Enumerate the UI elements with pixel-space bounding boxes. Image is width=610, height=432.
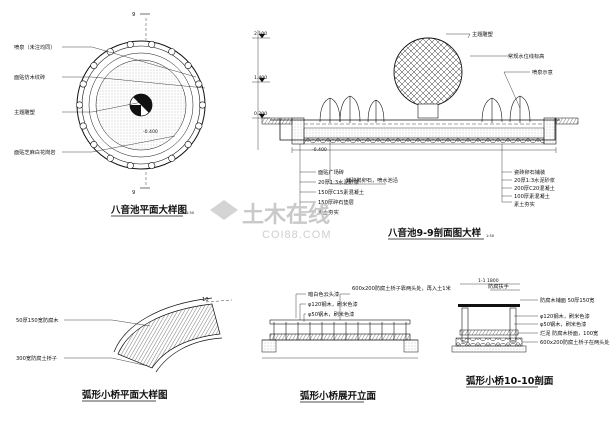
plan-label-granite: 面贴芝麻白花岗岩 [14,148,56,156]
fountain-nozzle-ring [76,40,207,170]
arc-plan-scale: 1:50 [158,396,167,400]
pool-plan-view: 9 -0.400 喷泉（未注均同） 面贴仿木纹砖 主题雕塑 面贴芝麻白花岗岩 9… [14,12,207,217]
section-right-layer-5: 素土夯实 [514,200,535,208]
bridge-section-scale: 1:20 [540,382,549,386]
section-layer-4: 150厚碎石垫层 [318,198,354,206]
watermark: 土木在线 COI88.COM [210,200,332,241]
fountain-nozzle [199,101,207,109]
fountain-nozzle [168,154,176,162]
section-scale: 1:50 [486,234,495,238]
arc-label-support: 300宽防腐土桥子 [16,354,57,362]
section-right-layer-3: 200厚C20混凝土 [514,184,555,192]
bridge-label-beam: 烂泥 防腐木桥面，100宽 [540,329,598,337]
fountain-nozzle [148,40,156,48]
fountain-nozzle [76,101,84,109]
arc-bridge-plan-view: 10 50厚150宽防腐木 300宽防腐土桥子 弧形小桥平面大样图 1:50 [16,297,233,402]
fountain-nozzle [184,61,192,69]
plan-label-sculpture: 主题雕塑 [14,108,35,116]
fountain-nozzle [195,80,203,88]
plan-section-mark-top: 9 [132,12,135,18]
bridge-label-post-120: φ120钢木，刷米色漆 [540,312,590,320]
section-level-3: 0.200 [254,111,267,117]
plan-section-mark-bottom: 9 [132,190,135,196]
plan-level: -0.400 [143,129,158,135]
arc-section-mark: 10 [202,297,209,303]
fountain-nozzle [90,141,98,149]
section-layer-5: 素土夯实 [318,208,339,216]
fountain-nozzle [126,40,134,48]
elevation-title: 弧形小桥展开立面 [300,390,377,402]
fountain-nozzle [106,48,114,56]
plan-title: 八音池平面大样图 [110,204,187,216]
section-level-1: 2.100 [254,31,267,37]
section-layer-1: 面贴广场砖 [318,168,344,176]
fountain-nozzle [106,154,114,162]
fountain-nozzle [195,122,203,130]
sculpture-sphere [393,37,463,107]
section-level-2: 1.400 [254,75,267,81]
section-title: 八音池9-9剖面图大样 [387,227,482,239]
fountain-jets [319,95,531,123]
bridge-label-foundation: 600x200防腐土桥子在两头处，填入水里1米 [540,338,610,346]
fountain-nozzle [184,141,192,149]
section-right-layer-1: 瓷砖卵石铺装 [514,168,545,176]
section-layer-2: 20厚1:3水泥砂浆 [318,178,359,186]
bridge-section-title: 弧形小桥10-10剖面 [466,375,554,387]
elev-label-post-50: φ50钢木，刷米色漆 [308,310,354,318]
section-note: 铺碎鹅卵石，喷水池沿 [346,176,398,184]
section-label-water-level: 常规水位线标高 [508,52,544,60]
plan-label-wood-tile: 面贴仿木纹砖 [14,73,45,81]
bridge-section-view: 1-1 1800 防腐扶手 防腐木铺面 50厚150宽 φ120钢木，刷米色漆 … [451,278,610,388]
pool-section-view: 2.100 1.400 0.200 -0.400 [252,30,579,240]
section-layer-3: 150厚C15素混凝土 [318,188,364,196]
watermark-main: 土木在线 [242,202,330,227]
section-right-layer-4: 100厚素混凝土 [514,192,550,200]
elev-label-foundation: 600x200防腐土桥子靠两头处，再入土1米 [352,284,452,292]
elevation-scale: 1:50 [366,397,375,401]
plan-label-fountain: 喷泉（未注均同） [14,43,56,51]
elev-label-paint: 暗白色云头漆 [308,290,339,298]
elev-label-post-120: φ120钢木，刷米色漆 [308,300,358,308]
bridge-label-deck: 防腐木铺面 50厚150宽 [540,296,594,304]
arc-label-deck: 50厚150宽防腐木 [16,316,59,324]
fountain-nozzle [90,61,98,69]
bridge-label-post-50: φ50钢木，刷米色漆 [540,320,586,328]
section-label-fountain: 喷泉示意 [532,68,553,76]
watermark-sub: COI88.COM [262,229,332,241]
fountain-nozzle [126,162,134,170]
arc-plan-title: 弧形小桥平面大样图 [82,389,168,401]
fountain-nozzle [79,122,87,130]
section-label-sculpture: 主题雕塑 [472,30,493,38]
section-right-layer-2: 20厚1:3水泥砂浆 [514,176,555,184]
bridge-label-handrail: 防腐扶手 [488,282,509,290]
fountain-nozzle [79,80,87,88]
bridge-section-dim: 1-1 1800 [478,278,499,284]
fountain-nozzle [148,162,156,170]
plan-scale: 1:50 [186,211,195,215]
fountain-nozzle [168,48,176,56]
bridge-elevation-view: 暗白色云头漆 φ120钢木，刷米色漆 φ50钢木，刷米色漆 600x200防腐土… [261,284,452,403]
